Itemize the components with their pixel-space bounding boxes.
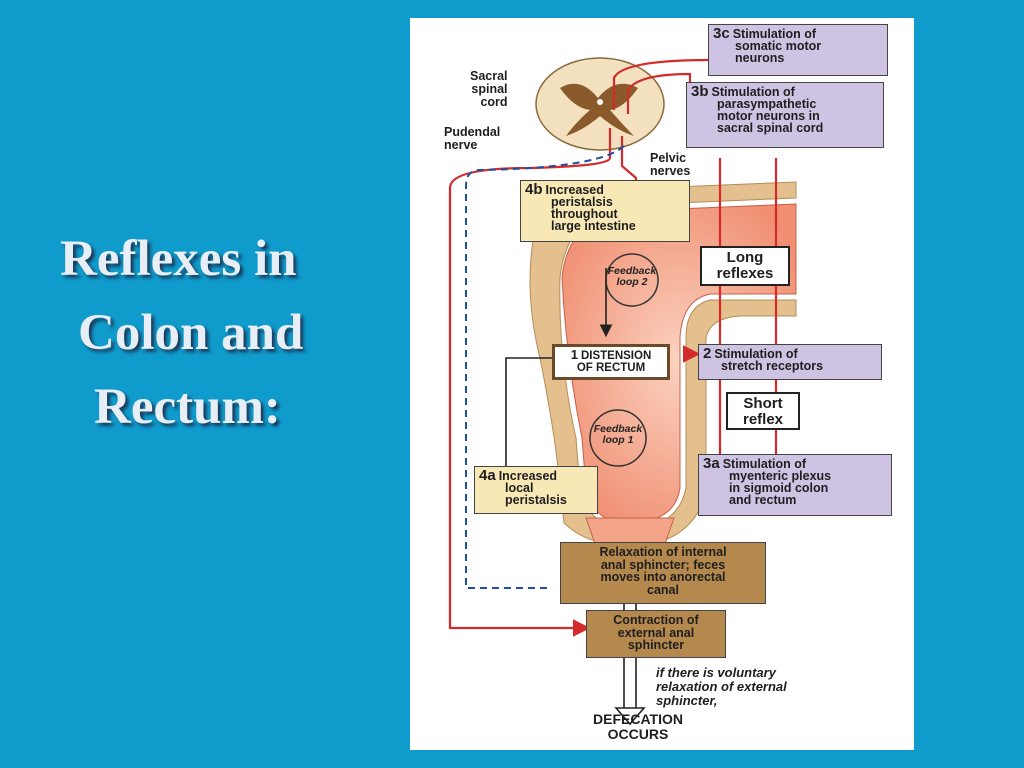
title-line-1: Reflexes in — [60, 231, 297, 287]
short-reflex-label: Short reflex — [726, 392, 800, 430]
pelvic-nerves-label: Pelvic nerves — [650, 151, 691, 178]
voluntary-relaxation-note: if there is voluntary relaxation of exte… — [656, 665, 787, 708]
sacral-spinal-cord-label: Sacral spinal cord — [470, 69, 508, 109]
spinal-cord-illustration — [535, 57, 665, 151]
title-line-2: Colon and — [78, 305, 304, 361]
defecation-reflex-diagram: Sacral spinal cord Pudendal nerve Pelvic… — [410, 18, 914, 750]
colon-wall — [529, 181, 797, 589]
feedback-loop-1-label: Feedback loop 1 — [593, 423, 643, 446]
title-line-3: Rectum: — [94, 379, 281, 435]
defecation-occurs-label: DEFECATION OCCURS — [593, 711, 683, 742]
pudendal-nerve-label: Pudendal nerve — [444, 125, 501, 152]
box-internal-sphincter-relaxation: Relaxation of internal anal sphincter; f… — [560, 542, 766, 604]
box-external-sphincter-contraction: Contraction of external anal sphincter — [586, 610, 726, 658]
long-reflexes-label: Long reflexes — [700, 246, 790, 286]
slide-title: Reflexes in Colon and Rectum: — [40, 222, 380, 444]
feedback-loop-2-label: Feedback loop 2 — [607, 265, 657, 288]
feedback-loop-1-ring — [589, 409, 647, 467]
